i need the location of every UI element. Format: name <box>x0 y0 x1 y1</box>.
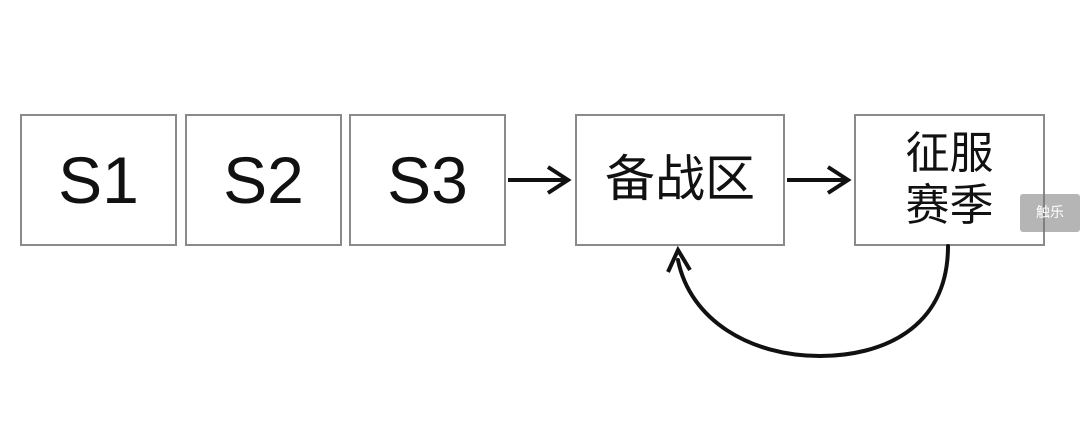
arrow-preparation-zone-to-conquest-season <box>787 165 852 195</box>
node-s2: S2 <box>185 114 342 246</box>
node-s2-label: S2 <box>223 143 304 217</box>
node-conquest-season: 征服 赛季 <box>854 114 1045 246</box>
node-conquest-season-label: 征服 赛季 <box>905 128 994 231</box>
arrow-s3-to-preparation-zone <box>508 165 572 195</box>
watermark-text: 触乐 <box>1036 205 1064 221</box>
node-preparation-zone-label: 备战区 <box>605 150 755 209</box>
node-s1-label: S1 <box>58 143 139 217</box>
arrow-conquest-season-to-preparation-zone <box>666 244 950 359</box>
node-preparation-zone: 备战区 <box>575 114 785 246</box>
watermark-badge: 触乐 <box>1020 194 1080 232</box>
node-s1: S1 <box>20 114 177 246</box>
node-s3-label: S3 <box>387 143 468 217</box>
node-s3: S3 <box>349 114 506 246</box>
